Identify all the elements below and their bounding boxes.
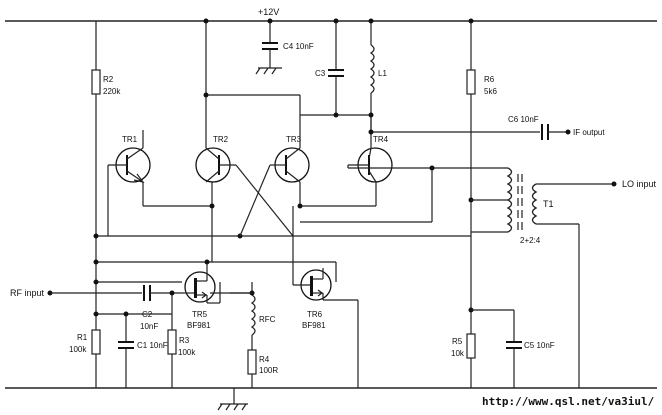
tr5-ref: TR5 xyxy=(192,310,208,319)
tr6-ref: TR6 xyxy=(307,310,323,319)
r4-value: 100R xyxy=(259,366,278,375)
r6-value: 5k6 xyxy=(484,87,497,96)
tr2-label: TR2 xyxy=(213,135,229,144)
ground-symbol xyxy=(217,388,248,411)
tr5-type: BF981 xyxy=(187,321,211,330)
r5-ref: R5 xyxy=(452,337,463,346)
c2-ref: C2 xyxy=(142,310,153,319)
tr4-label: TR4 xyxy=(373,135,389,144)
c2-value: 10nF xyxy=(140,322,158,331)
inductor-rfc xyxy=(250,294,256,336)
r6-ref: R6 xyxy=(484,75,495,84)
resistor-r3 xyxy=(167,329,177,355)
c1-label: C1 10nF xyxy=(137,341,168,350)
c6-label: C6 10nF xyxy=(508,115,539,124)
lo-input-label: LO input xyxy=(622,179,657,189)
if-output-label: IF output xyxy=(573,128,605,137)
r1-value: 100k xyxy=(69,345,87,354)
r2-ref: R2 xyxy=(103,75,114,84)
inductor-l1 xyxy=(369,44,375,94)
transistor-tr3 xyxy=(270,147,310,183)
tr3-label: TR3 xyxy=(286,135,302,144)
c3-label: C3 xyxy=(315,69,326,78)
resistor-r5 xyxy=(466,333,476,359)
transistor-tr4 xyxy=(348,147,393,183)
tr1-label: TR1 xyxy=(122,135,138,144)
r1-ref: R1 xyxy=(77,333,88,342)
resistor-r2 xyxy=(91,69,101,95)
supply-label: +12V xyxy=(258,7,279,17)
resistor-r6 xyxy=(466,69,476,95)
transistor-tr2 xyxy=(195,147,236,183)
transistor-tr5 xyxy=(184,262,216,303)
tr6-type: BF981 xyxy=(302,321,326,330)
r4-ref: R4 xyxy=(259,355,270,364)
if-output-terminal xyxy=(565,129,571,135)
transistor-tr1 xyxy=(108,147,151,183)
c4-label: C4 10nF xyxy=(283,42,314,51)
l1-label: L1 xyxy=(378,69,387,78)
resistor-r4 xyxy=(247,349,257,375)
c5-label: C5 10nF xyxy=(524,341,555,350)
transistor-tr6 xyxy=(293,268,332,301)
rf-input-label: RF input xyxy=(10,288,45,298)
transformer-t1 xyxy=(506,167,538,233)
r5-value: 10k xyxy=(451,349,465,358)
lo-input-terminal xyxy=(611,181,617,187)
credit-url: http://www.qsl.net/va3iul/ xyxy=(482,395,655,408)
t1-label: T1 xyxy=(543,199,554,209)
r2-value: 220k xyxy=(103,87,121,96)
resistor-r1 xyxy=(91,329,101,355)
r3-ref: R3 xyxy=(179,336,190,345)
r3-value: 100k xyxy=(178,348,196,357)
rfc-label: RFC xyxy=(259,315,276,324)
t1-ratio: 2+2:4 xyxy=(520,236,541,245)
